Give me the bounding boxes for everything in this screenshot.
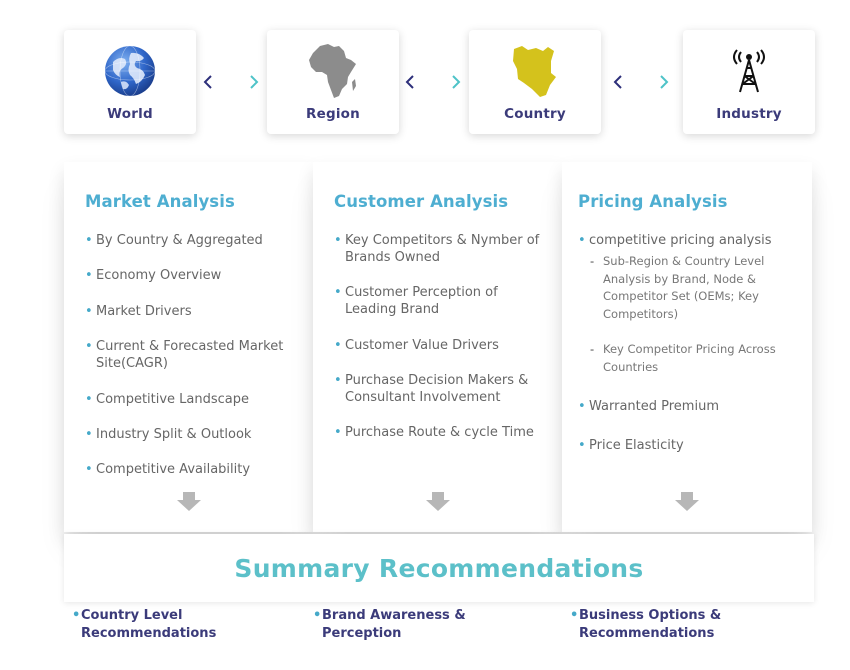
list-item: Industry Split & Outlook [85,426,304,443]
sub-list-item: Key Competitor Pricing Across Countries [578,341,802,376]
market-analysis-list: By Country & Aggregated Economy Overview… [85,232,304,478]
summary-title: Summary Recommendations [234,554,644,583]
globe-icon [64,42,196,100]
list-item: Current & Forecasted Market Site(CAGR) [85,338,304,372]
list-item: Purchase Route & cycle Time [334,424,553,441]
level-card-industry: Industry [683,30,815,134]
double-arrow-icon [405,75,461,89]
list-item: competitive pricing analysis [578,232,802,249]
list-item: Purchase Decision Makers & Consultant In… [334,372,553,406]
list-item: Competitive Availability [85,461,304,478]
list-item: Customer Perception of Leading Brand [334,284,553,318]
list-item: Warranted Premium [578,398,802,415]
level-label-country: Country [504,106,566,122]
double-arrow-icon [613,75,669,89]
list-item: Competitive Landscape [85,391,304,408]
down-arrow-icon [426,492,450,511]
level-label-region: Region [306,106,360,122]
level-card-world: World [64,30,196,134]
list-item: Key Competitors & Nymber of Brands Owned [334,232,553,266]
kenya-map-icon [469,42,601,100]
africa-map-icon [267,42,399,100]
level-label-world: World [107,106,153,122]
pricing-analysis-list: competitive pricing analysis Sub-Region … [578,232,802,454]
list-item: Economy Overview [85,267,304,284]
level-label-industry: Industry [716,106,782,122]
customer-analysis-column: Customer Analysis Key Competitors & Nymb… [313,162,563,532]
recommendation-item: Business Options & Recommendations [570,607,740,643]
level-card-region: Region [267,30,399,134]
list-item: By Country & Aggregated [85,232,304,249]
sub-list-item: Sub-Region & Country Level Analysis by B… [578,253,802,323]
list-item: Price Elasticity [578,437,802,454]
pricing-analysis-column: Pricing Analysis competitive pricing ana… [562,162,812,532]
customer-analysis-title: Customer Analysis [334,192,509,211]
pricing-analysis-title: Pricing Analysis [578,192,728,211]
customer-analysis-list: Key Competitors & Nymber of Brands Owned… [334,232,553,441]
market-analysis-column: Market Analysis By Country & Aggregated … [64,162,314,532]
list-item: Market Drivers [85,303,304,320]
down-arrow-icon [675,492,699,511]
market-analysis-title: Market Analysis [85,192,235,211]
level-card-country: Country [469,30,601,134]
radio-tower-icon [683,42,815,100]
double-arrow-icon [203,75,259,89]
down-arrow-icon [177,492,201,511]
recommendation-item: Country Level Recommendations [72,607,242,643]
summary-box: Summary Recommendations [64,534,814,602]
list-item: Customer Value Drivers [334,337,553,354]
recommendation-item: Brand Awareness & Perception [313,607,483,643]
